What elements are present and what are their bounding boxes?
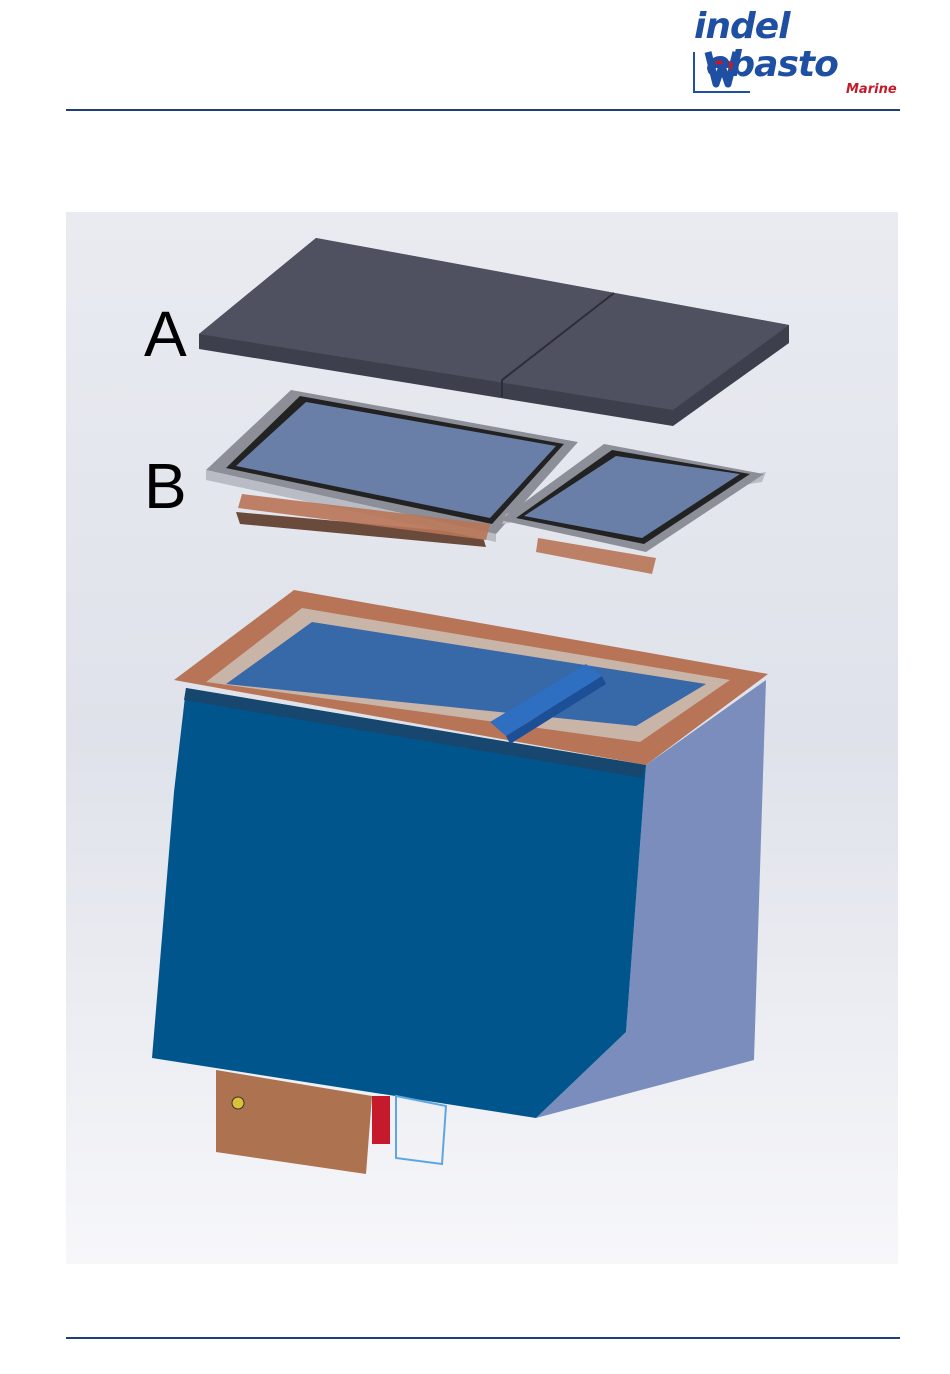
logo-text-indel: indel xyxy=(694,6,790,47)
logo-text-webasto: ebasto xyxy=(706,44,838,85)
brand-logo: indel ebasto Marine xyxy=(690,6,905,98)
exploded-view-drawing xyxy=(66,212,898,1264)
label-a: A xyxy=(144,302,187,366)
footer-rule xyxy=(66,1337,900,1339)
exploded-view-figure: A B xyxy=(66,212,898,1264)
logo-text-marine: Marine xyxy=(846,82,897,97)
label-b: B xyxy=(144,454,187,518)
header-rule xyxy=(66,109,900,111)
